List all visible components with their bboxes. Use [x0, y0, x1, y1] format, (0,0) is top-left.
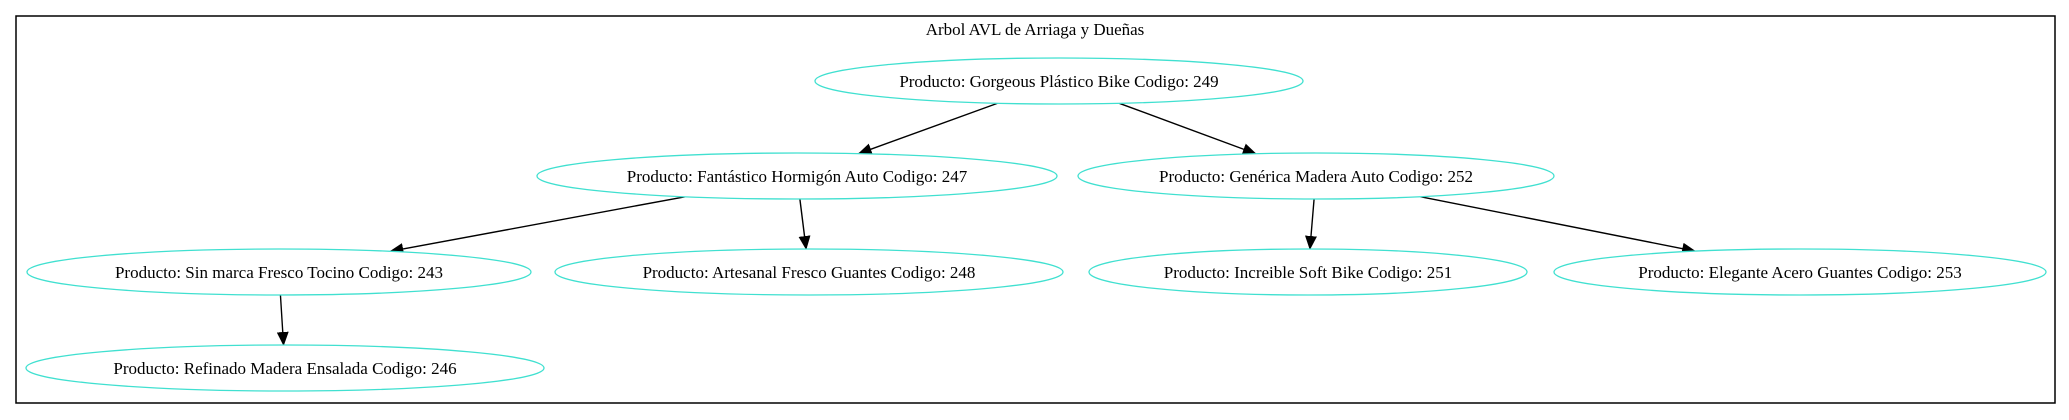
node-label: Producto: Artesanal Fresco Guantes Codig…	[643, 263, 976, 282]
edge-n249-to-n252	[1119, 102, 1257, 155]
tree-node-n252: Producto: Genérica Madera Auto Codigo: 2…	[1077, 152, 1555, 200]
node-label: Producto: Refinado Madera Ensalada Codig…	[113, 359, 456, 378]
node-ellipse	[814, 57, 1304, 105]
node-label: Producto: Gorgeous Plástico Bike Codigo:…	[899, 72, 1218, 91]
node-ellipse	[1077, 152, 1555, 200]
node-ellipse	[26, 248, 532, 296]
node-label: Producto: Sin marca Fresco Tocino Codigo…	[115, 263, 443, 282]
node-label: Producto: Genérica Madera Auto Codigo: 2…	[1159, 167, 1473, 186]
tree-node-n247: Producto: Fantástico Hormigón Auto Codig…	[536, 152, 1058, 200]
edge-n247-to-n248	[798, 198, 811, 250]
edge-n249-to-n247	[857, 102, 998, 155]
node-ellipse	[1088, 248, 1528, 296]
node-label: Producto: Elegante Acero Guantes Codigo:…	[1638, 263, 1961, 282]
nodes-layer: Producto: Gorgeous Plástico Bike Codigo:…	[25, 57, 2047, 392]
graph-title: Arbol AVL de Arriaga y Dueñas	[926, 20, 1145, 39]
edge-n252-to-n251	[1305, 198, 1317, 250]
node-ellipse	[554, 248, 1064, 296]
node-ellipse	[1553, 248, 2047, 296]
edge-n243-to-n246	[276, 294, 289, 346]
node-ellipse	[536, 152, 1058, 200]
edge-n247-to-n243	[389, 196, 686, 255]
tree-node-n246: Producto: Refinado Madera Ensalada Codig…	[25, 344, 545, 392]
tree-node-n253: Producto: Elegante Acero Guantes Codigo:…	[1553, 248, 2047, 296]
node-ellipse	[25, 344, 545, 392]
tree-node-n251: Producto: Increible Soft Bike Codigo: 25…	[1088, 248, 1528, 296]
node-label: Producto: Increible Soft Bike Codigo: 25…	[1164, 263, 1453, 282]
node-label: Producto: Fantástico Hormigón Auto Codig…	[627, 167, 968, 186]
edge-n252-to-n253	[1420, 195, 1697, 255]
edges-layer	[276, 102, 1697, 346]
tree-node-n243: Producto: Sin marca Fresco Tocino Codigo…	[26, 248, 532, 296]
tree-node-n249: Producto: Gorgeous Plástico Bike Codigo:…	[814, 57, 1304, 105]
tree-node-n248: Producto: Artesanal Fresco Guantes Codig…	[554, 248, 1064, 296]
